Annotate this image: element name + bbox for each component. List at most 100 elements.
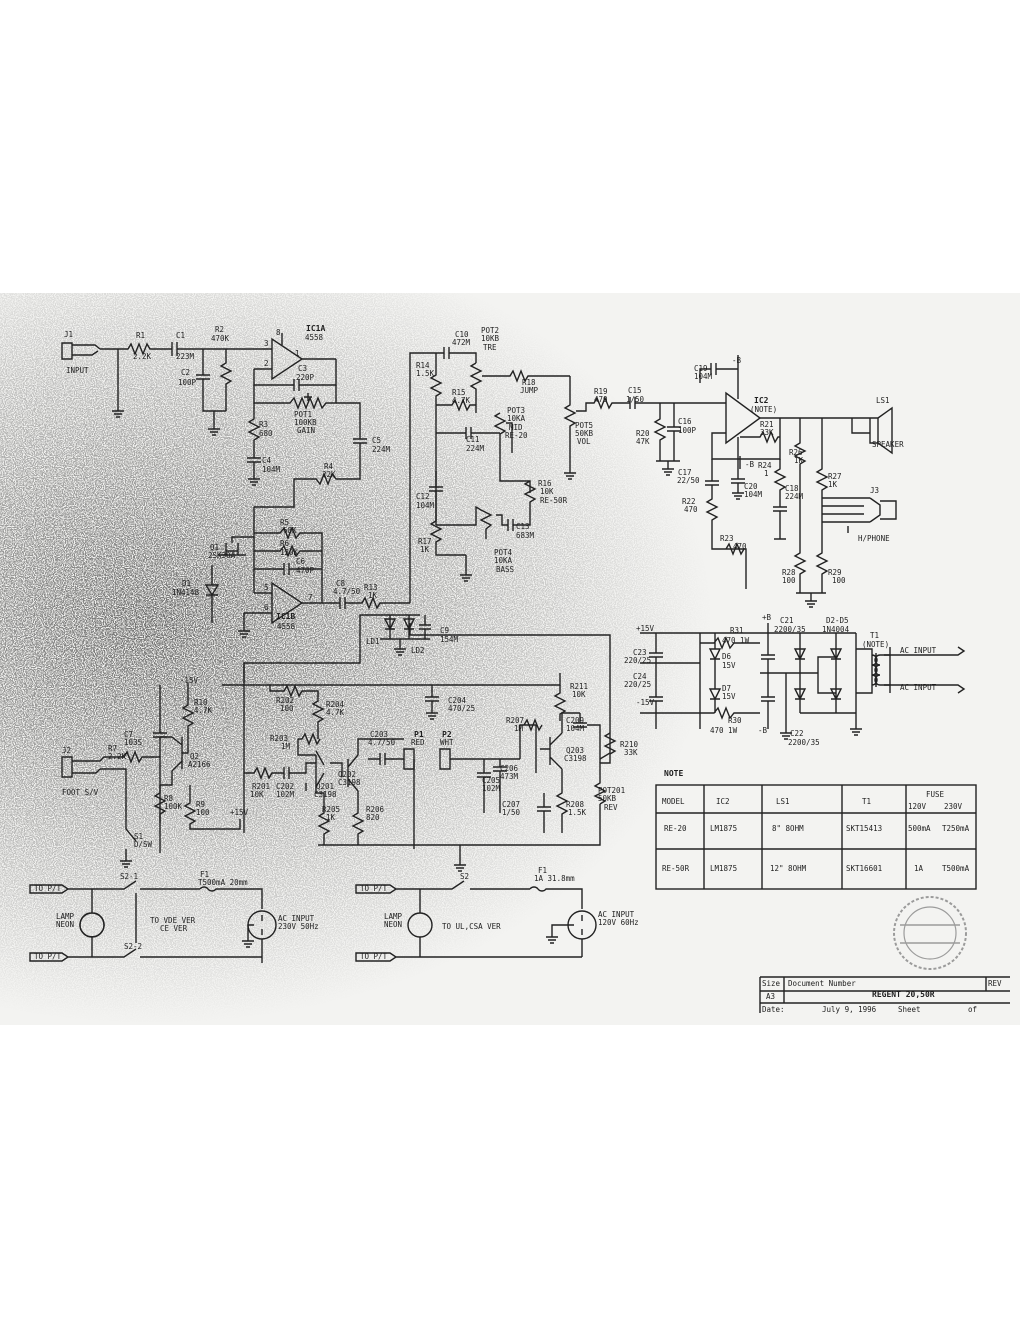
svg-text:4.7/50: 4.7/50 xyxy=(368,738,396,747)
svg-text:104M: 104M xyxy=(744,490,763,499)
svg-text:POT5: POT5 xyxy=(575,421,593,430)
svg-text:224M: 224M xyxy=(372,445,391,454)
svg-text:T500mA 20mm: T500mA 20mm xyxy=(198,878,248,887)
svg-text:R16: R16 xyxy=(538,479,552,488)
svg-text:T500mA: T500mA xyxy=(942,864,970,873)
svg-text:C204: C204 xyxy=(448,696,467,705)
svg-text:100: 100 xyxy=(782,576,796,585)
svg-text:Q2: Q2 xyxy=(190,752,199,761)
svg-text:R30: R30 xyxy=(728,716,742,725)
svg-text:R206: R206 xyxy=(366,805,385,814)
svg-text:A3: A3 xyxy=(766,992,775,1001)
svg-text:820: 820 xyxy=(366,813,380,822)
svg-text:(NOTE): (NOTE) xyxy=(862,640,889,649)
svg-text:C18: C18 xyxy=(785,484,799,493)
svg-text:1K: 1K xyxy=(368,591,378,600)
svg-text:R202: R202 xyxy=(276,696,294,705)
j1-name: INPUT xyxy=(66,366,89,375)
svg-text:POT201: POT201 xyxy=(598,786,625,795)
svg-text:R15: R15 xyxy=(452,388,466,397)
svg-text:10KB: 10KB xyxy=(481,334,500,343)
svg-text:R201: R201 xyxy=(252,782,270,791)
svg-text:S2-2: S2-2 xyxy=(124,942,142,951)
svg-text:C21: C21 xyxy=(780,616,794,625)
svg-text:T250mA: T250mA xyxy=(942,824,970,833)
svg-text:7: 7 xyxy=(308,593,313,602)
svg-text:473M: 473M xyxy=(500,772,519,781)
svg-text:-B: -B xyxy=(758,726,768,735)
svg-text:S2-1: S2-1 xyxy=(120,872,138,881)
svg-text:15V: 15V xyxy=(722,661,736,670)
svg-text:POT2: POT2 xyxy=(481,326,499,335)
svg-text:C3198: C3198 xyxy=(564,754,587,763)
svg-text:C3198: C3198 xyxy=(314,790,337,799)
svg-text:AC INPUT: AC INPUT xyxy=(900,683,937,692)
svg-text:C202: C202 xyxy=(276,782,294,791)
svg-text:(NOTE): (NOTE) xyxy=(750,405,777,414)
svg-text:2.2K: 2.2K xyxy=(108,752,127,761)
svg-text:RE-50R: RE-50R xyxy=(662,864,690,873)
svg-text:C2: C2 xyxy=(181,368,190,377)
svg-text:104M: 104M xyxy=(694,372,713,381)
svg-text:220/25: 220/25 xyxy=(624,656,651,665)
svg-text:Document Number: Document Number xyxy=(788,979,856,988)
svg-text:154M: 154M xyxy=(440,635,459,644)
svg-text:10KA: 10KA xyxy=(494,556,513,565)
svg-text:500mA: 500mA xyxy=(908,824,931,833)
svg-text:R22: R22 xyxy=(682,497,696,506)
svg-text:IC2: IC2 xyxy=(754,396,769,405)
svg-text:3: 3 xyxy=(264,339,269,348)
svg-text:C15: C15 xyxy=(628,386,642,395)
svg-text:1: 1 xyxy=(764,469,769,478)
svg-text:NOTE: NOTE xyxy=(664,769,683,778)
svg-text:230V: 230V xyxy=(944,802,963,811)
svg-text:100KB: 100KB xyxy=(294,418,317,427)
svg-text:470 1W: 470 1W xyxy=(722,636,750,645)
svg-text:C8: C8 xyxy=(336,579,346,588)
svg-text:C205: C205 xyxy=(482,776,500,785)
svg-text:of: of xyxy=(968,1005,977,1014)
svg-text:+15V: +15V xyxy=(636,624,655,633)
svg-text:470: 470 xyxy=(684,505,698,514)
svg-text:C207: C207 xyxy=(502,800,520,809)
svg-text:R26: R26 xyxy=(789,448,803,457)
svg-text:2200/35: 2200/35 xyxy=(774,625,806,634)
svg-text:POT1: POT1 xyxy=(294,410,312,419)
svg-text:10K: 10K xyxy=(250,790,264,799)
svg-text:15V: 15V xyxy=(722,692,736,701)
fet-q1: Q1 2SK30A xyxy=(208,536,254,560)
svg-text:33K: 33K xyxy=(624,748,638,757)
svg-text:120K: 120K xyxy=(280,548,299,557)
svg-text:TO P/T: TO P/T xyxy=(34,952,62,961)
svg-text:4.7K: 4.7K xyxy=(326,708,345,717)
svg-text:100K: 100K xyxy=(164,802,183,811)
svg-text:1N4148: 1N4148 xyxy=(172,588,200,597)
svg-text:Q202: Q202 xyxy=(338,770,356,779)
svg-text:C203: C203 xyxy=(370,730,388,739)
svg-text:R204: R204 xyxy=(326,700,345,709)
svg-text:REV: REV xyxy=(604,803,618,812)
svg-text:C206: C206 xyxy=(500,764,519,773)
svg-text:R21: R21 xyxy=(760,420,774,429)
svg-text:10KA: 10KA xyxy=(507,414,526,423)
svg-text:100: 100 xyxy=(832,576,846,585)
svg-text:C16: C16 xyxy=(678,417,692,426)
scan-noise xyxy=(0,293,1020,1025)
svg-text:AC INPUT: AC INPUT xyxy=(900,646,937,655)
svg-text:33K: 33K xyxy=(760,428,774,437)
svg-text:R8: R8 xyxy=(164,794,174,803)
svg-text:-15V: -15V xyxy=(180,676,199,685)
j1-ref: J1 xyxy=(64,330,73,339)
svg-text:MODEL: MODEL xyxy=(662,797,685,806)
approval-stamp xyxy=(893,896,967,970)
svg-text:1K: 1K xyxy=(326,813,336,822)
svg-text:AC INPUT: AC INPUT xyxy=(278,914,315,923)
svg-text:470 1W: 470 1W xyxy=(710,726,738,735)
svg-text:Q203: Q203 xyxy=(566,746,584,755)
svg-text:R207: R207 xyxy=(506,716,524,725)
opamp-ic1b: 5 6 7 IC1B 4558 xyxy=(244,569,340,631)
svg-text:LD2: LD2 xyxy=(411,646,425,655)
svg-text:R5: R5 xyxy=(280,518,289,527)
svg-text:4.7/50: 4.7/50 xyxy=(333,587,361,596)
schematic-sheet: J1 INPUT R1 2.2K C1 223M R2 470K C2 100P… xyxy=(0,293,1020,1025)
